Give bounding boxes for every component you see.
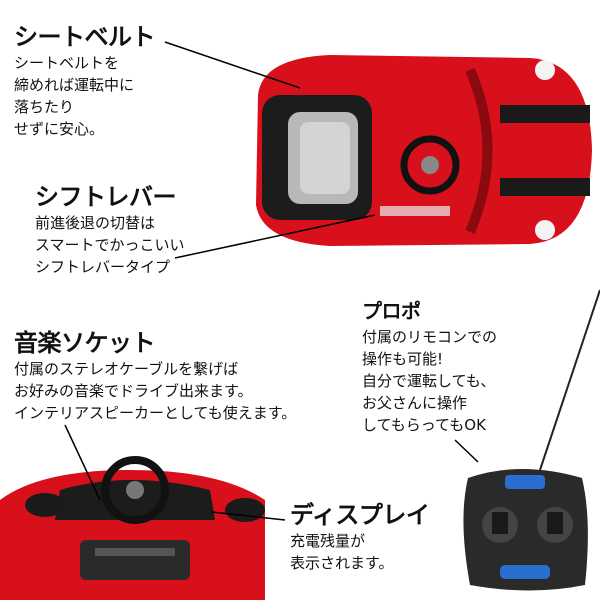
music-socket-title: 音楽ソケット: [14, 329, 156, 357]
seatbelt-callout: シートベルト シートベルトを 締めれば運転中に 落ちたり せずに安心。: [14, 22, 156, 140]
shift-lever-line: シフトレバータイプ: [35, 258, 171, 276]
display-line: 表示されます。: [290, 554, 394, 572]
propo-line: 自分で運転しても、: [362, 372, 496, 390]
propo-leader: [454, 439, 479, 463]
remote-control-image: [463, 289, 600, 591]
propo-title: プロポ: [362, 299, 421, 323]
seatbelt-line: 落ちたり: [14, 98, 75, 116]
propo-line: お父さんに操作: [362, 394, 468, 412]
display-title: ディスプレイ: [290, 501, 430, 529]
shift-lever-leader: [174, 214, 376, 259]
shift-lever-line: 前進後退の切替は: [35, 214, 156, 232]
propo-line: 操作も可能!: [362, 350, 444, 368]
music-socket-line: 付属のステレオケーブルを繋げば: [14, 360, 239, 378]
display-leader: [211, 511, 286, 521]
propo-line: 付属のリモコンでの: [362, 328, 498, 346]
car-front-view-image: [0, 456, 265, 600]
display-callout: ディスプレイ 充電残量が 表示されます。: [290, 500, 430, 574]
car-top-view-image: [256, 55, 592, 246]
seatbelt-leader: [164, 41, 301, 89]
seatbelt-title: シートベルト: [14, 23, 156, 51]
seatbelt-line: シートベルトを: [14, 54, 120, 72]
music-socket-callout: 音楽ソケット 付属のステレオケーブルを繋げば お好みの音楽でドライブ出来ます。 …: [14, 328, 296, 424]
display-line: 充電残量が: [290, 532, 366, 550]
shift-lever-title: シフトレバー: [35, 183, 176, 211]
seatbelt-line: せずに安心。: [14, 120, 105, 138]
propo-line: してもらってもOK: [362, 416, 486, 434]
music-socket-line: お好みの音楽でドライブ出来ます。: [14, 382, 253, 400]
shift-lever-line: スマートでかっこいい: [35, 236, 185, 254]
seatbelt-line: 締めれば運転中に: [14, 76, 135, 94]
music-leader: [64, 424, 101, 501]
shift-lever-callout: シフトレバー 前進後退の切替は スマートでかっこいい シフトレバータイプ: [35, 182, 185, 278]
propo-callout: プロポ 付属のリモコンでの 操作も可能! 自分で運転しても、 お父さんに操作 し…: [362, 296, 497, 436]
music-socket-line: インテリアスピーカーとしても使えます。: [14, 404, 297, 422]
